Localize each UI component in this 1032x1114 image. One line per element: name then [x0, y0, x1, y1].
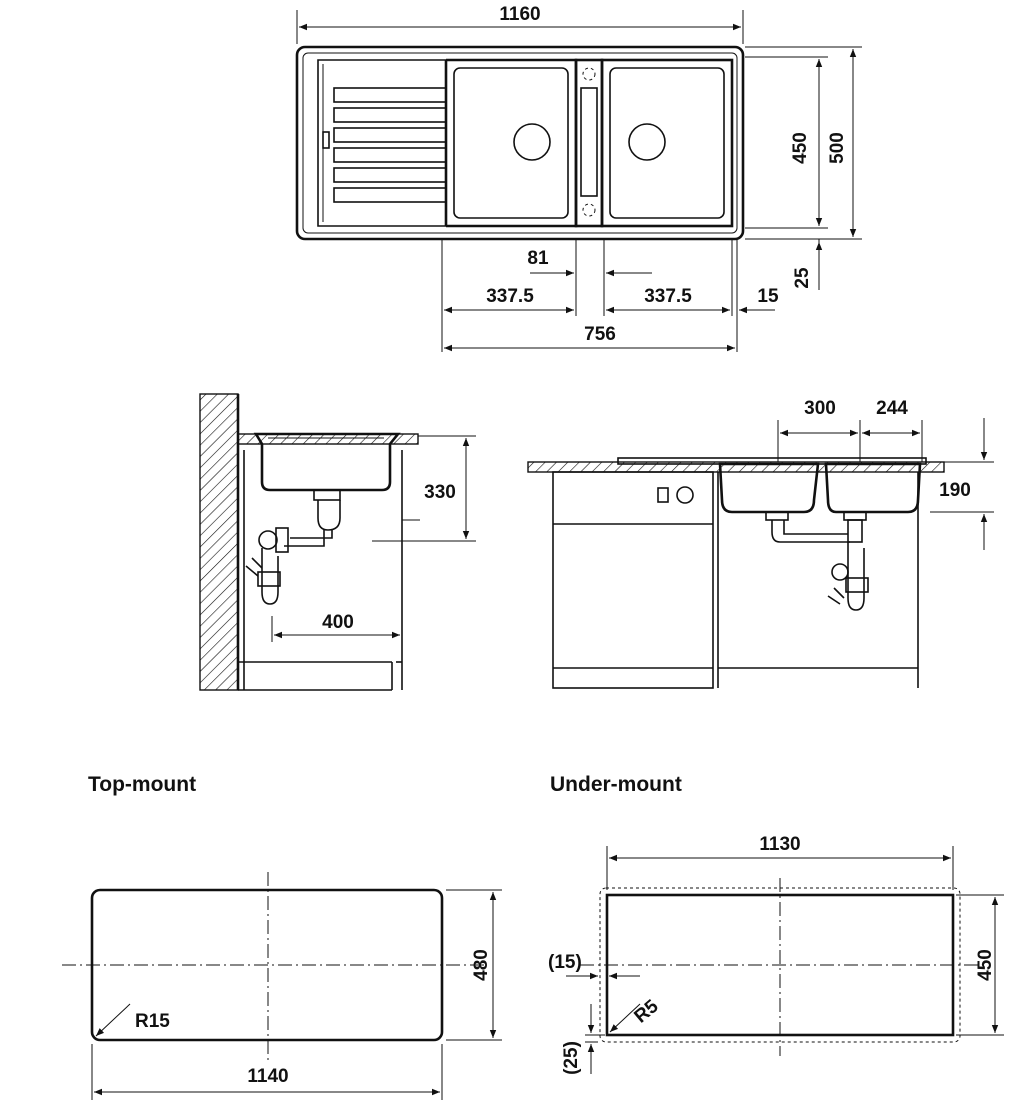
dim-cut-tm-width: 1140	[247, 1066, 288, 1087]
dim-front-244: 244	[876, 398, 908, 419]
dim-side-height: 330	[424, 482, 456, 503]
dim-back-offset: 25	[792, 267, 813, 289]
left-bowl-drain	[513, 123, 551, 161]
dim-cut-um-height: 450	[975, 949, 996, 981]
front-section-view: 300 244 190	[527, 398, 994, 689]
dim-front-300: 300	[804, 398, 836, 419]
dim-top-width: 1160	[499, 4, 540, 25]
under-mount-cutout: 1130 450 (15) R5 (25)	[548, 834, 1004, 1075]
drainer-ribs	[333, 87, 447, 203]
dim-front-190: 190	[939, 480, 971, 501]
right-bowl-drain	[628, 123, 666, 161]
dim-side-400: 400	[322, 612, 354, 633]
top-mount-cutout: 480 R15 1140	[62, 872, 502, 1100]
dim-bowl-left: 337.5	[486, 286, 534, 307]
dim-bowl-right: 337.5	[644, 286, 692, 307]
under-mount-title: Under-mount	[550, 773, 682, 796]
dim-bowls-total: 756	[584, 324, 616, 345]
top-mount-title: Top-mount	[88, 773, 196, 796]
dim-cut-um-side: (15)	[548, 952, 582, 973]
dim-cut-um-radius: R5	[630, 996, 662, 1028]
dim-bowl-gap: 81	[527, 248, 549, 269]
dim-cut-um-width: 1130	[759, 834, 800, 855]
dim-cut-tm-height: 480	[471, 949, 492, 981]
dim-cut-um-bottom: (25)	[561, 1041, 582, 1075]
plan-view: 1160 450 500 25 81 337.5 337.5 15 75	[295, 4, 862, 352]
side-section-view: 330 400	[199, 393, 476, 691]
dim-edge-offset: 15	[757, 286, 779, 307]
dim-cut-tm-radius: R15	[135, 1011, 170, 1032]
dim-outer-depth: 500	[827, 132, 848, 164]
dim-inner-depth: 450	[790, 132, 811, 164]
